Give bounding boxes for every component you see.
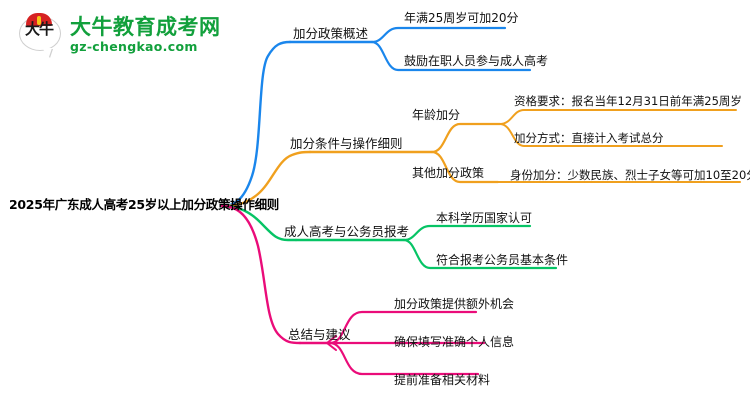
root-node-label[interactable]: 2025年广东成人高考25岁以上加分政策操作细则 — [9, 197, 279, 212]
connector-age-bonus-fork-top — [499, 109, 737, 125]
branch-node-civil-service-exam[interactable]: 成人高考与公务员报考 — [284, 224, 410, 239]
branch-node-conditions-and-details[interactable]: 加分条件与操作细则 — [290, 136, 403, 151]
subbranch-node-other-bonus-policies[interactable]: 其他加分政策 — [412, 166, 485, 180]
leaf-node-prepare-materials-early[interactable]: 提前准备相关材料 — [394, 373, 491, 387]
leaf-node-extra-opportunity[interactable]: 加分政策提供额外机会 — [394, 297, 515, 311]
leaf-node-eligibility-requirement[interactable]: 资格要求：报名当年12月31日前年满25周岁 — [514, 94, 742, 108]
connector-branch-1-fork-top — [370, 26, 507, 44]
site-logo[interactable]: 大牛 大牛教育成考网 gz-chengkao.com — [18, 10, 243, 58]
graduation-cap-icon — [26, 13, 52, 26]
leaf-node-accurate-personal-info[interactable]: 确保填写准确个人信息 — [394, 335, 515, 349]
logo-mark-text: 大牛 — [24, 20, 54, 38]
leaf-node-bonus-method[interactable]: 加分方式：直接计入考试总分 — [514, 131, 664, 145]
leaf-node-encourage-working-adults[interactable]: 鼓励在职人员参与成人高考 — [404, 54, 549, 68]
logo-icon: 大牛 — [18, 13, 62, 55]
leaf-node-meets-civil-service-requirements[interactable]: 符合报考公务员基本条件 — [436, 253, 569, 267]
logo-text-group: 大牛教育成考网 gz-chengkao.com — [70, 14, 221, 54]
subbranch-node-age-bonus[interactable]: 年龄加分 — [412, 108, 461, 122]
leaf-node-age-25-plus-20-points[interactable]: 年满25周岁可加20分 — [404, 11, 519, 25]
connector-branch-3-fork-top — [402, 224, 532, 242]
leaf-node-bachelor-degree-recognized[interactable]: 本科学历国家认可 — [436, 211, 533, 225]
branch-node-summary-and-advice[interactable]: 总结与建议 — [288, 327, 351, 342]
connector-branch-2-fork-top — [430, 122, 502, 154]
logo-title: 大牛教育成考网 — [70, 14, 221, 39]
connector-root-to-branch-1 — [220, 40, 292, 208]
leaf-node-identity-bonus[interactable]: 身份加分：少数民族、烈士子女等可加10至20分 — [510, 168, 750, 182]
logo-subtitle: gz-chengkao.com — [70, 38, 198, 54]
branch-node-policy-overview[interactable]: 加分政策概述 — [293, 26, 369, 41]
